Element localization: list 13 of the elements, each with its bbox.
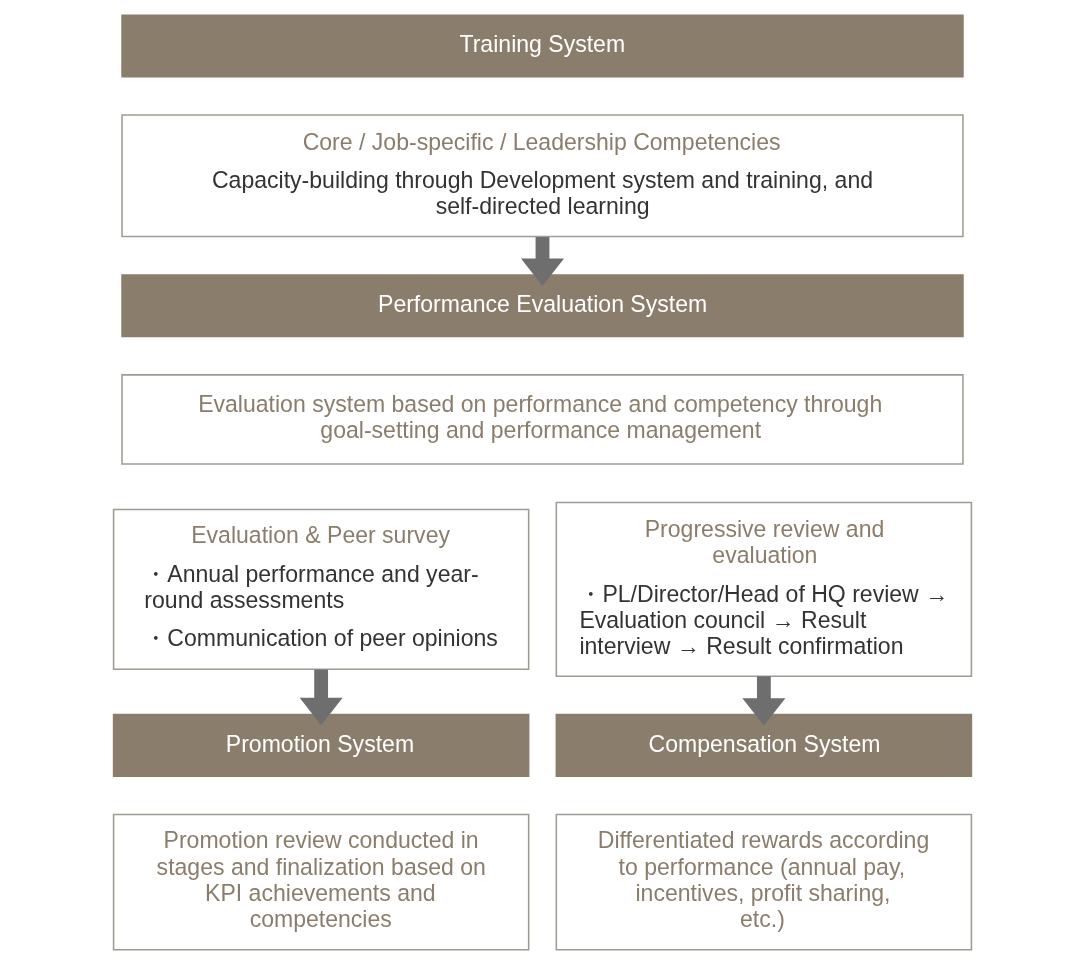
node-box: Differentiated rewards according to performance (annual pay, incentives, profit sharing, etc.) (555, 813, 972, 951)
node-box: Promotion review conducted in stages and finalization based on KPI achievements and competencies (112, 813, 529, 951)
node-box: Evaluation system based on performance and competency through goal-setting and performance management (120, 373, 964, 465)
node-box: Performance Evaluation System (120, 273, 964, 337)
node-box: Evaluation & Peer survey ・Annual performance and year-round assessments ・Communication of peer opinions (112, 508, 529, 670)
node-box: Promotion System (112, 713, 529, 777)
arrow (741, 675, 785, 726)
node-box: Training System (120, 13, 964, 77)
arrow (520, 236, 564, 286)
node-box: Core / Job-specific / Leadership Competencies Capacity-building through Development system and training, and self-directed learning (120, 113, 964, 237)
arrow (299, 669, 343, 725)
node-box: Compensation System (555, 713, 972, 777)
node-box: Progressive review and evaluation ・PL/Director/Head of HQ review → Evaluation council → Result interview → Result confirmation (555, 501, 972, 677)
